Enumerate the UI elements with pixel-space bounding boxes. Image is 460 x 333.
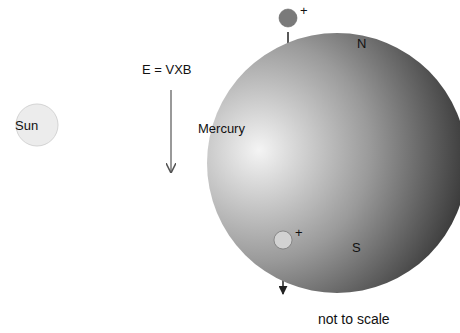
body-name: Mercury	[198, 121, 245, 136]
mercury-disc	[207, 33, 460, 293]
pole-label: S	[352, 240, 361, 255]
ion: +	[273, 227, 309, 251]
ion-dot	[279, 9, 297, 27]
sun-circle: Sun	[15, 103, 59, 147]
field-equation: E = VXB	[142, 62, 192, 77]
charge-sign: +	[300, 3, 308, 18]
charge-sign: +	[295, 225, 303, 240]
ion-outline	[278, 5, 314, 29]
sun-disc	[16, 104, 58, 146]
pole-label: N	[357, 36, 366, 51]
caption: not to scale	[318, 311, 390, 327]
ion-dot	[274, 231, 292, 249]
ion: +	[278, 5, 314, 29]
ion-outline	[273, 227, 309, 251]
planet-sphere-outline	[206, 32, 460, 294]
body-name: Sun	[15, 118, 38, 133]
field-arrow	[170, 90, 172, 172]
planet-sphere: Mercury	[206, 32, 460, 294]
